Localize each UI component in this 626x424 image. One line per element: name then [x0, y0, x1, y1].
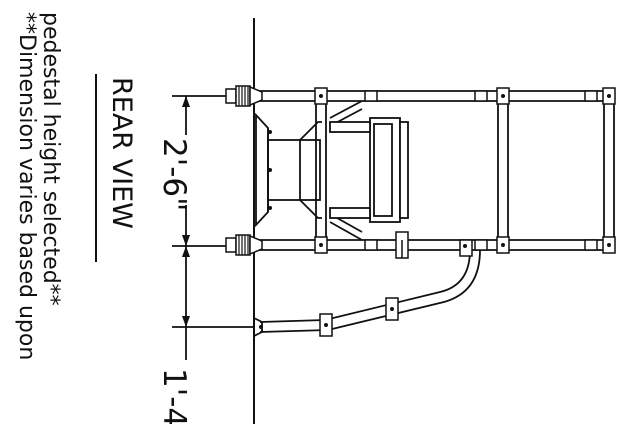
corner-clamps	[314, 87, 616, 254]
title-text: REAR VIEW	[106, 77, 137, 229]
pedestal-base	[255, 112, 322, 228]
note-line-1: **Dimension varies based upon	[14, 12, 39, 360]
pedestal-bolts	[268, 130, 272, 210]
note-line-2: pedestal height selected**	[38, 12, 63, 306]
dimension-top-label: 2'-6"	[156, 138, 192, 211]
clamp-bolts	[319, 94, 611, 247]
svg-text:1'-4": 1'-4"	[156, 368, 192, 424]
svg-text:2'-6": 2'-6"	[156, 138, 192, 211]
curved-handrail	[253, 249, 481, 338]
view-title: REAR VIEW	[106, 77, 137, 229]
dimension-arrows	[182, 96, 190, 327]
pedestal-note: **Dimension varies based upon pedestal h…	[14, 12, 63, 360]
rail-tab	[395, 231, 409, 259]
handrail-clamps	[319, 239, 473, 337]
fitting-threads	[238, 86, 249, 255]
dimension-lines	[172, 95, 255, 360]
dimension-bottom-label: 1'-4"	[156, 368, 192, 424]
seat-mechanism	[329, 117, 409, 223]
rail-frame	[256, 90, 615, 251]
handrail-bolts	[259, 244, 467, 329]
